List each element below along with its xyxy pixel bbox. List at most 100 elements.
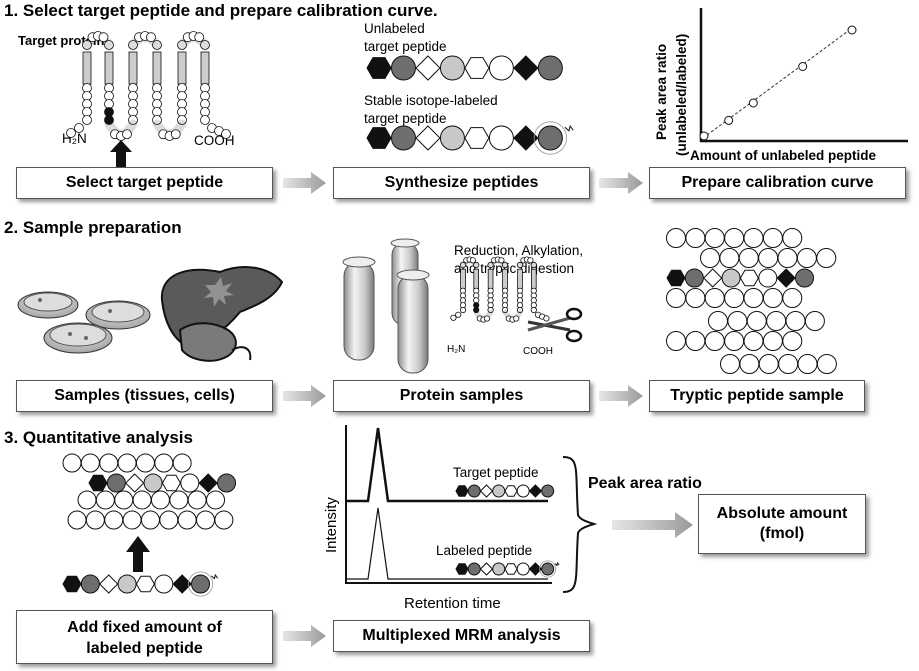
residue-circle [796, 248, 817, 268]
residue [177, 115, 187, 125]
residue-circle [177, 510, 197, 530]
residue-circle [488, 125, 514, 151]
residue-diamond [528, 484, 543, 498]
residue [473, 261, 480, 269]
residue-circle [95, 490, 115, 510]
chrom-target-peptide [455, 484, 555, 498]
peptide-chain [666, 331, 803, 351]
residue-circle [80, 453, 100, 473]
sample-target-peptide [88, 473, 237, 493]
residue-circle [187, 490, 207, 510]
peptide-chain [62, 453, 192, 473]
calibration-chart [699, 8, 908, 143]
residue [200, 40, 210, 50]
helix [517, 268, 523, 289]
label-halo [187, 571, 214, 597]
arrow-s2-1-to-2 [283, 385, 326, 407]
residue-circle [766, 311, 787, 331]
residue [459, 306, 467, 314]
residue-hexagon [455, 485, 469, 497]
tryptic-peptide-sample-label: Tryptic peptide sample [670, 387, 844, 404]
labeled-peptide-label: Labeled peptide [436, 543, 533, 558]
arrow-add-to-mrm [283, 625, 326, 647]
residue-circle [99, 453, 119, 473]
residue-circle [724, 288, 745, 308]
residue [82, 40, 92, 50]
add-labeled-peptide-box: Add fixed amount of labeled peptide [16, 610, 273, 664]
residue [122, 129, 132, 140]
residue-hexagon [464, 127, 490, 149]
residue [74, 123, 84, 133]
residue-circle [114, 490, 134, 510]
residue-circle [439, 125, 465, 151]
section3-title: 3. Quantitative analysis [4, 428, 193, 447]
residue-circle [439, 55, 465, 81]
helix [152, 51, 162, 85]
residue-circle [150, 490, 170, 510]
residue-circle [77, 490, 97, 510]
residue-diamond [703, 268, 723, 288]
process-arrows [110, 140, 693, 647]
residue-circle [143, 473, 163, 493]
digest-label-line2: and tryptic digestion [454, 261, 575, 276]
calibration-points [699, 25, 857, 141]
residue-diamond [125, 473, 145, 493]
residue-circle [541, 484, 555, 498]
residue [543, 315, 550, 322]
residue-circle [104, 510, 124, 530]
residue [516, 261, 524, 269]
arrow-1-to-2 [283, 172, 326, 194]
residue-circle [758, 268, 778, 288]
calibration-point [699, 131, 709, 141]
residue-circle [62, 453, 82, 473]
residue-circle [724, 228, 745, 248]
select-target-peptide-label: Select target peptide [65, 174, 224, 191]
residue-circle [704, 288, 725, 308]
unlabeled-label-line1: Unlabeled [364, 21, 425, 36]
residue-circle [816, 248, 837, 268]
residue-circle [117, 574, 137, 594]
residue-circle [782, 288, 803, 308]
residue-circle [154, 574, 174, 594]
calibration-point [724, 115, 734, 125]
retention-time-label: Retention time [404, 595, 501, 612]
residue [128, 40, 138, 50]
residue [530, 261, 537, 269]
residue-circle [778, 354, 799, 374]
add-labeled-arrow [126, 536, 150, 572]
residue-circle [180, 473, 200, 493]
calibration-point [847, 25, 857, 35]
helix [487, 268, 494, 289]
residue [170, 129, 181, 140]
absolute-amount-box: Absolute amount (fmol) [698, 494, 866, 554]
brace [562, 456, 598, 593]
peptide-chain [700, 248, 837, 268]
add-labeled-line1: Add fixed amount of [67, 619, 222, 636]
helix [502, 268, 508, 289]
residue-hexagon [666, 269, 686, 287]
residue-circle [724, 331, 745, 351]
residue-circle [191, 574, 211, 594]
residue-circle [135, 453, 155, 473]
residue-circle [666, 288, 686, 308]
residue-circle [106, 473, 126, 493]
residue-circle [684, 268, 704, 288]
peptide-chains [62, 55, 837, 597]
target-chromatogram-trace [346, 427, 548, 503]
residue-circle [708, 311, 728, 331]
calibration-xlabel: Amount of unlabeled peptide [690, 148, 876, 163]
residue-circle [196, 510, 216, 530]
residue-circle [816, 354, 837, 374]
calibration-point [798, 62, 808, 71]
residue-circle [782, 331, 803, 351]
residue-circle [169, 490, 189, 510]
residue-circle [516, 484, 530, 498]
residue-circle [721, 268, 741, 288]
residue [530, 306, 537, 314]
residue [473, 306, 480, 314]
peptide-chain [67, 510, 234, 530]
residue-circle [804, 311, 825, 331]
residue-hexagon [62, 575, 82, 593]
residue [513, 315, 520, 322]
chrom-labeled-peptide [455, 560, 560, 578]
